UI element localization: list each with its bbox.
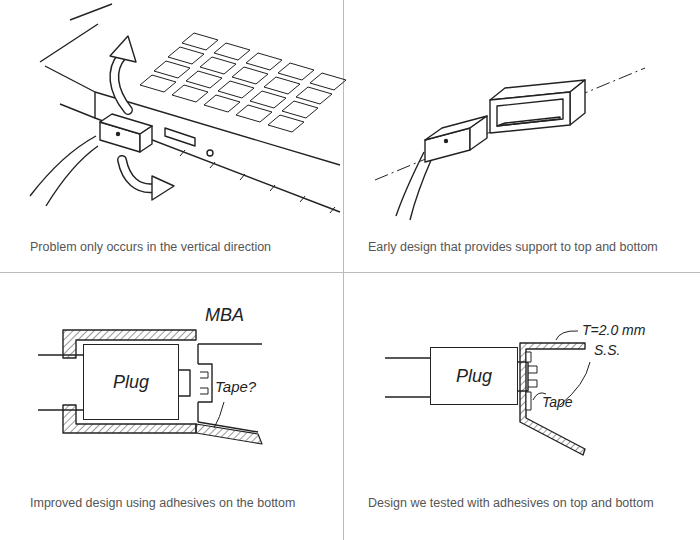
laptop-sketch (70, 4, 112, 20)
tape-layer (196, 424, 262, 444)
plug-box: Plug (430, 347, 518, 405)
part-name: Plug (456, 366, 492, 387)
plug-sketch (30, 136, 96, 196)
laptop-sketch (182, 33, 346, 90)
plug-sketch (30, 114, 152, 206)
stainless-clip (520, 343, 585, 455)
sleeve-clip (490, 92, 570, 133)
panel-divider (343, 0, 344, 540)
tape-layer (526, 352, 531, 410)
sleeve-clip (570, 80, 585, 125)
note-label: Tape (542, 394, 573, 410)
material-label: S.S. (594, 342, 620, 358)
leader-line (214, 402, 224, 428)
tape-layer (196, 424, 262, 444)
plug-sketch (396, 116, 487, 220)
motion-arrow (122, 160, 154, 188)
sleeve-clip (497, 117, 560, 126)
motion-arrow (152, 176, 174, 200)
panel-caption: Early design that provides support to to… (368, 240, 658, 254)
panel-caption: Design we tested with adhesives on top a… (368, 496, 654, 510)
plug-sketch (470, 116, 487, 150)
plug-sketch (117, 133, 120, 136)
motion-arrow (110, 36, 136, 62)
laptop-section (198, 343, 262, 344)
motion-arrow (114, 56, 128, 110)
plug-sketch (410, 158, 432, 220)
laptop-section (179, 344, 262, 432)
sleeve-clip (490, 80, 585, 133)
panel-caption: Improved design using adhesives on the b… (30, 496, 295, 510)
cable-section (528, 366, 537, 387)
plug-sketch (46, 146, 98, 206)
stainless-clip (520, 343, 585, 455)
laptop-sketch (40, 4, 346, 213)
laptop-section (179, 370, 190, 396)
leader-line (214, 402, 224, 428)
laptop-sketch (40, 24, 98, 62)
part-name: Plug (113, 372, 149, 393)
cable-section (38, 355, 83, 410)
motion-arrow (110, 36, 174, 200)
plug-sketch (396, 152, 424, 216)
axis-line (375, 68, 645, 180)
plug-sketch (445, 140, 448, 143)
laptop-sketch (95, 92, 340, 165)
motion-arrow (114, 56, 128, 110)
cable-section (385, 358, 430, 397)
cable-section (38, 355, 83, 410)
laptop-sketch (180, 150, 335, 213)
plug-sketch (140, 126, 152, 152)
laptop-sketch (165, 128, 195, 146)
laptop-section (197, 344, 198, 422)
part-name: MBA (205, 305, 244, 326)
laptop-sketch (207, 150, 213, 156)
panel-caption: Problem only occurs in the vertical dire… (30, 240, 271, 254)
laptop-section (200, 372, 208, 394)
plug-box: Plug (83, 344, 179, 420)
leader-line (533, 331, 590, 405)
panel-divider (0, 272, 700, 273)
laptop-sketch (45, 66, 95, 92)
note-label: Tape? (215, 378, 256, 395)
dimension-label: T=2.0 mm (582, 322, 645, 338)
laptop-sketch (60, 104, 95, 118)
leader-line (556, 331, 578, 340)
housing-section (63, 330, 196, 433)
laptop-section (198, 364, 212, 402)
sleeve-clip (497, 99, 563, 126)
tape-layer (526, 352, 531, 410)
axis-line (375, 68, 645, 180)
motion-arrow (122, 160, 154, 188)
